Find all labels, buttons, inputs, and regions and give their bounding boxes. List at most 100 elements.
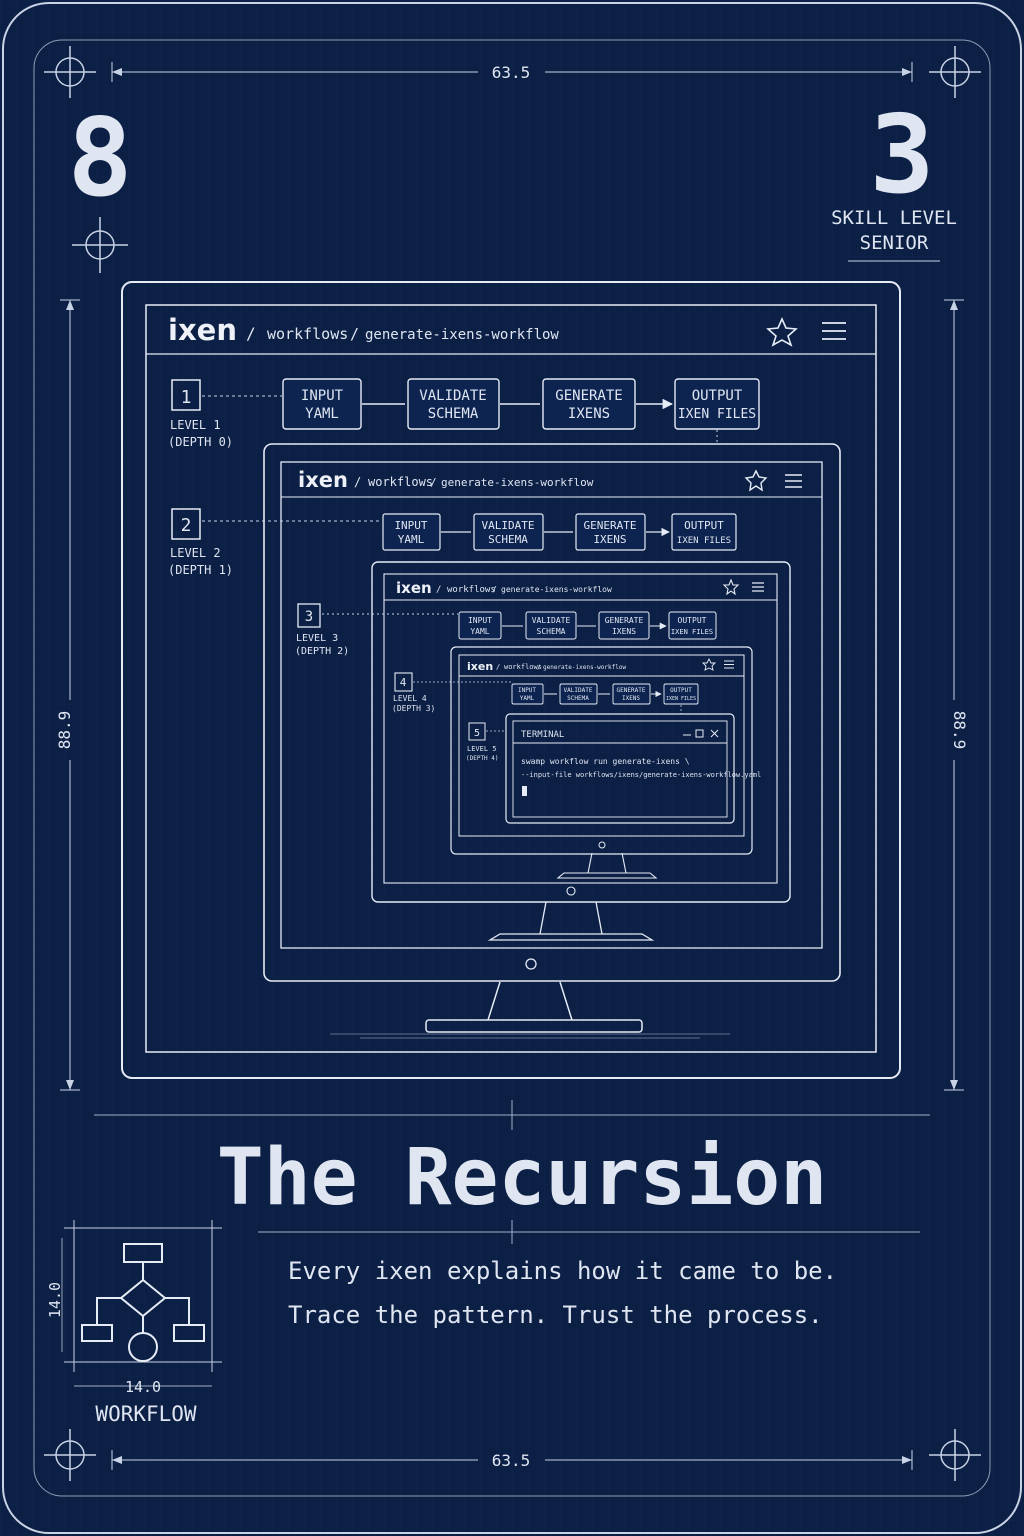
svg-text:LEVEL 5: LEVEL 5 xyxy=(467,745,497,753)
maximize-icon[interactable] xyxy=(695,729,704,738)
svg-text:OUTPUT: OUTPUT xyxy=(670,687,692,694)
monitor-level-3: ixen / workflows / generate-ixens-workfl… xyxy=(295,561,791,903)
corner-crosshairs xyxy=(44,46,981,1481)
svg-text:GENERATE: GENERATE xyxy=(605,616,644,625)
breadcrumb-workflow-name: generate-ixens-workflow xyxy=(365,327,559,343)
svg-text:IXEN FILES: IXEN FILES xyxy=(678,407,756,422)
breadcrumb-workflows[interactable]: workflows xyxy=(267,325,348,343)
svg-text:generate-ixens-workflow: generate-ixens-workflow xyxy=(543,664,626,671)
svg-text:/: / xyxy=(354,475,361,489)
svg-text:SCHEMA: SCHEMA xyxy=(488,533,528,546)
top-dimension: 63.5 xyxy=(111,62,913,82)
svg-text:INPUT: INPUT xyxy=(468,616,492,625)
level-5-number: 5 xyxy=(474,728,480,739)
svg-text:ixen: ixen xyxy=(396,579,432,597)
left-dimension: 88.9 xyxy=(55,299,80,1091)
svg-text:INPUT: INPUT xyxy=(301,388,344,404)
svg-text:(DEPTH 3): (DEPTH 3) xyxy=(392,704,435,713)
svg-text:YAML: YAML xyxy=(398,533,425,546)
svg-text:(DEPTH 0): (DEPTH 0) xyxy=(168,435,233,449)
pipeline-level-1: INPUT YAML VALIDATE SCHEMA GENERATE IXENS O… xyxy=(282,378,760,444)
svg-text:IXENS: IXENS xyxy=(568,406,610,422)
menu-icon[interactable] xyxy=(785,474,802,488)
card-inner-border xyxy=(33,39,991,1497)
svg-text:LEVEL 1: LEVEL 1 xyxy=(170,418,221,432)
terminal-level-5: TERMINAL swamp workflow run generate-ixe… xyxy=(466,713,761,824)
monitor-level-1: ixen / workflows / generate-ixens-workfl… xyxy=(121,281,901,1079)
svg-text:/: / xyxy=(350,325,359,343)
card-rank: 8 xyxy=(67,96,132,221)
svg-text:IXEN FILES: IXEN FILES xyxy=(666,696,696,702)
monitor-level-2: ixen / workflows / generate-ixens-workfl… xyxy=(168,443,841,982)
svg-text:INPUT: INPUT xyxy=(518,687,536,694)
monitor-level-4: ixen / workflows / generate-ixens-workfl… xyxy=(392,646,753,855)
right-dimension: 88.9 xyxy=(944,299,969,1091)
level-4-number: 4 xyxy=(400,676,407,689)
svg-text:ixen: ixen xyxy=(467,660,493,673)
terminal-cursor xyxy=(522,786,527,796)
svg-text:YAML: YAML xyxy=(305,406,339,422)
svg-text:/: / xyxy=(492,585,497,594)
svg-text:VALIDATE: VALIDATE xyxy=(532,616,571,625)
icon-width-label: 14.0 xyxy=(125,1378,161,1396)
svg-text:/: / xyxy=(430,476,437,489)
svg-text:ixen: ixen xyxy=(298,468,348,492)
svg-text:OUTPUT: OUTPUT xyxy=(684,519,724,532)
flowchart-icon xyxy=(81,1243,205,1362)
skill-number: 3 xyxy=(869,93,934,218)
svg-text:SCHEMA: SCHEMA xyxy=(537,627,566,636)
level-1-number: 1 xyxy=(181,387,192,408)
left-dim-label: 88.9 xyxy=(55,711,74,750)
level-2-number: 2 xyxy=(181,515,192,536)
tagline-line-1: Every ixen explains how it came to be. xyxy=(288,1257,837,1285)
svg-text:VALIDATE: VALIDATE xyxy=(419,388,486,404)
svg-text:VALIDATE: VALIDATE xyxy=(564,687,593,694)
tagline-line-2: Trace the pattern. Trust the process. xyxy=(288,1301,823,1329)
terminal-command-2: --input-file workflows/ixens/generate-ix… xyxy=(521,771,761,779)
svg-text:GENERATE: GENERATE xyxy=(555,388,622,404)
svg-text:GENERATE: GENERATE xyxy=(584,519,637,532)
menu-icon[interactable] xyxy=(822,322,846,340)
svg-text:(DEPTH 4): (DEPTH 4) xyxy=(466,755,499,762)
star-icon[interactable] xyxy=(701,657,717,671)
svg-text:workflows[interactable]: workflows xyxy=(368,475,433,489)
right-dim-label: 88.9 xyxy=(950,711,969,750)
skill-label: SKILL LEVEL xyxy=(831,207,957,229)
svg-text:/: / xyxy=(496,663,500,671)
svg-text:workflows[interactable]: workflows xyxy=(447,585,496,595)
svg-text:GENERATE: GENERATE xyxy=(617,687,646,694)
svg-text:OUTPUT: OUTPUT xyxy=(692,388,743,404)
bottom-dimension: 63.5 xyxy=(111,1450,913,1470)
menu-icon[interactable] xyxy=(752,582,764,592)
close-icon[interactable] xyxy=(710,729,719,738)
svg-text:workflows[interactable]: workflows xyxy=(504,663,542,671)
menu-icon[interactable] xyxy=(724,660,734,669)
workflow-category-badge: 14.0 14.0 WORKFLOW xyxy=(46,1220,222,1426)
svg-text:LEVEL 3: LEVEL 3 xyxy=(296,633,338,644)
svg-text:(DEPTH 2): (DEPTH 2) xyxy=(295,646,349,657)
svg-text:VALIDATE: VALIDATE xyxy=(482,519,535,532)
skill-name: SENIOR xyxy=(860,232,929,254)
icon-height-label: 14.0 xyxy=(46,1282,64,1318)
terminal-title: TERMINAL xyxy=(521,730,564,740)
category-label: WORKFLOW xyxy=(95,1402,197,1426)
svg-text:IXEN FILES: IXEN FILES xyxy=(677,536,731,546)
star-icon[interactable] xyxy=(766,317,798,347)
star-icon[interactable] xyxy=(744,469,768,492)
star-icon[interactable] xyxy=(722,578,740,596)
level-3-number: 3 xyxy=(305,609,313,625)
svg-text:SCHEMA: SCHEMA xyxy=(567,695,589,702)
svg-text:SCHEMA: SCHEMA xyxy=(428,406,479,422)
svg-text:(DEPTH 1): (DEPTH 1) xyxy=(168,563,233,577)
svg-text:INPUT: INPUT xyxy=(394,519,427,532)
svg-text:IXENS: IXENS xyxy=(612,627,636,636)
svg-text:generate-ixens-workflow: generate-ixens-workflow xyxy=(501,585,612,594)
card-title: The Recursion xyxy=(217,1133,827,1223)
svg-text:YAML: YAML xyxy=(470,627,489,636)
svg-text:YAML: YAML xyxy=(520,695,535,702)
svg-text:LEVEL 4: LEVEL 4 xyxy=(393,694,427,703)
